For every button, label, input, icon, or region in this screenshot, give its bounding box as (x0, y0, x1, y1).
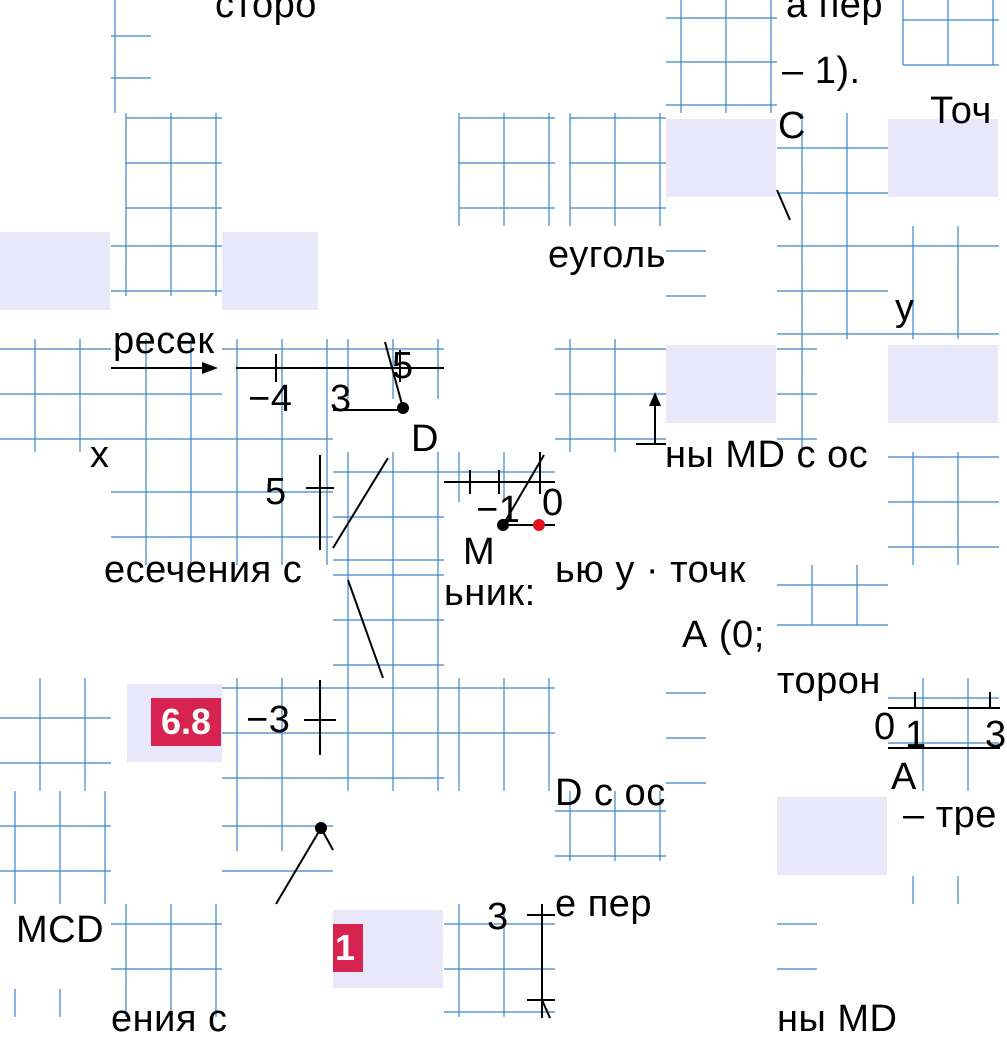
text-fragment: ны МD (777, 998, 898, 1040)
grid-tile (888, 791, 999, 904)
grid-tile (444, 113, 555, 226)
highlight-block (777, 797, 887, 875)
point-label: D (411, 418, 439, 460)
text-fragment: D с ос (555, 772, 666, 814)
text-fragment: ны МD с ос (665, 434, 869, 476)
grid-tile (888, 226, 999, 339)
grid-tile (222, 678, 333, 791)
grid-tile (111, 339, 222, 452)
x-tick-label: 3 (985, 714, 1007, 756)
y-tick-label: −3 (246, 699, 291, 741)
highlight-block (666, 119, 776, 197)
text-fragment: С (778, 105, 806, 147)
exercise-number-badge: 1 (333, 924, 364, 972)
grid-tile (0, 791, 111, 904)
text-fragment: – 1). (782, 50, 861, 92)
highlight-block (0, 232, 110, 310)
text-fragment: есечения с (104, 549, 303, 591)
grid-tile (111, 0, 222, 113)
highlight-block (888, 119, 998, 197)
grid-tile (333, 565, 444, 678)
grid-tile (111, 113, 222, 226)
grid-tile (777, 339, 888, 452)
text-fragment: МСD (16, 909, 105, 951)
grid-tile (888, 0, 999, 113)
text-fragment: еуголь (548, 234, 667, 276)
point-label: М (463, 531, 496, 573)
grid-tile (222, 339, 333, 452)
y-tick-label: 3 (487, 896, 509, 938)
grid-tile (444, 904, 555, 1017)
grid-tile (888, 678, 999, 791)
x-tick-label: −1 (476, 489, 521, 531)
text-fragment: ью у · точк (555, 549, 746, 591)
grid-tile (888, 452, 999, 565)
text-fragment: Точ (930, 90, 992, 132)
grid-tile (0, 678, 111, 791)
grid-tile (0, 339, 111, 452)
grid-tile (666, 0, 777, 113)
grid-tile (777, 113, 888, 226)
grid-tile (777, 226, 888, 339)
grid-tile (0, 904, 111, 1017)
y-tick-label: 5 (265, 471, 287, 513)
grid-tile (333, 678, 444, 791)
text-fragment: торон (777, 660, 881, 702)
grid-tile (222, 452, 333, 565)
grid-tile (555, 791, 666, 904)
origin-label: 0 (874, 706, 896, 748)
grid-tile (777, 565, 888, 678)
x-tick-label: −4 (248, 378, 293, 420)
grid-tile (111, 904, 222, 1017)
highlight-block (222, 232, 318, 310)
text-fragment: – тре (903, 794, 997, 836)
exercise-number-badge: 6.8 (151, 698, 222, 746)
text-fragment: ьник: (444, 572, 536, 614)
text-fragment: ения с (111, 998, 228, 1040)
grid-tile (666, 226, 777, 339)
point-label: А (891, 756, 917, 798)
grid-tile (111, 226, 222, 339)
grid-tile (111, 452, 222, 565)
x-tick-label: 1 (905, 714, 927, 756)
grid-tile (777, 904, 888, 1017)
text-fragment: е пер (555, 883, 653, 925)
grid-tile (555, 113, 666, 226)
text-fragment: сторо (215, 0, 317, 26)
text-fragment: а пер (786, 0, 884, 26)
highlight-block (888, 345, 998, 423)
text-fragment: А (0; (682, 614, 765, 656)
text-fragment: ресек (113, 320, 215, 362)
x-tick-label: 3 (330, 378, 352, 420)
grid-tile (333, 452, 444, 565)
highlight-block (666, 345, 776, 423)
text-fragment: у (895, 287, 915, 329)
grid-tile (666, 678, 777, 791)
grid-tile (555, 339, 666, 452)
origin-label: 0 (542, 482, 564, 524)
text-fragment: х (90, 434, 110, 476)
grid-tile (444, 678, 555, 791)
grid-tile (222, 791, 333, 904)
x-tick-label: 5 (392, 345, 414, 387)
